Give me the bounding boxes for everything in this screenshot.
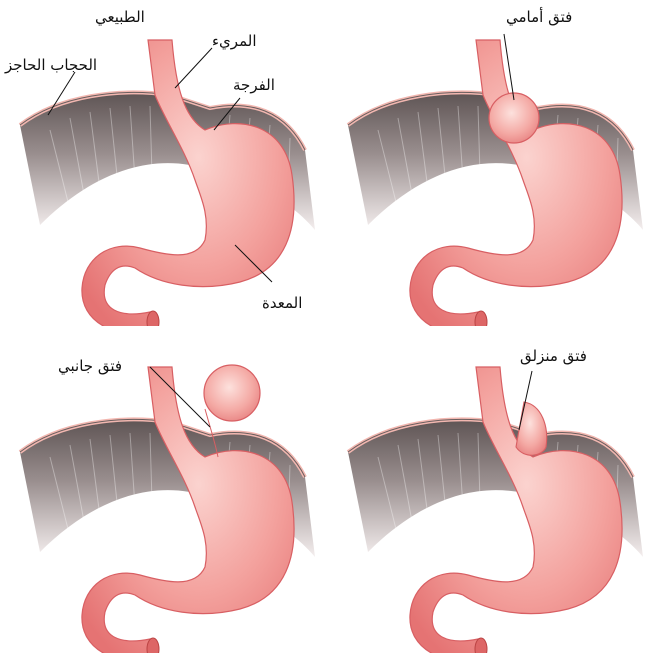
panel-lateral-hernia: فتق جانبي bbox=[0, 327, 323, 653]
diaphragm-label: الحجاب الحاجز bbox=[5, 56, 97, 74]
esophagus-label: المريء bbox=[212, 32, 256, 50]
panel-anterior-hernia: فتق أمامي bbox=[324, 0, 647, 326]
panel-title: فتق أمامي bbox=[506, 8, 572, 26]
panel-title: فتق منزلق bbox=[520, 347, 587, 365]
anterior-hernia-illustration bbox=[324, 0, 647, 326]
stomach-label: المعدة bbox=[262, 294, 302, 312]
panel-title: الطبيعي bbox=[95, 8, 145, 26]
panel-sliding-hernia: فتق منزلق bbox=[324, 327, 647, 653]
panel-normal: الطبيعي المريء الحجاب الحاجز الفرجة المع… bbox=[0, 0, 323, 326]
hernia-bulge bbox=[516, 402, 547, 455]
hernia-bulge bbox=[204, 365, 260, 421]
sliding-hernia-illustration bbox=[324, 327, 647, 653]
panel-title: فتق جانبي bbox=[58, 357, 122, 375]
normal-illustration bbox=[0, 0, 323, 326]
hernia-bulge bbox=[489, 93, 539, 143]
hiatus-label: الفرجة bbox=[233, 76, 275, 94]
lateral-hernia-illustration bbox=[0, 327, 323, 653]
